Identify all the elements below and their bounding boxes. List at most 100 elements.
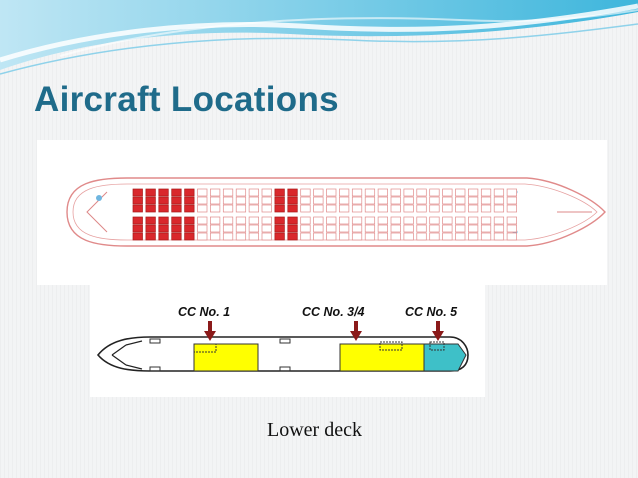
seat	[403, 224, 414, 233]
seat	[235, 188, 247, 197]
seat	[390, 196, 401, 205]
seat	[326, 232, 337, 241]
seat	[171, 204, 182, 213]
seat	[300, 232, 311, 241]
seat	[132, 188, 143, 197]
seat	[313, 188, 324, 197]
seat	[429, 204, 440, 213]
seat	[377, 188, 388, 197]
seat	[364, 188, 376, 197]
seat	[197, 204, 208, 213]
seat	[300, 196, 311, 205]
seat	[132, 216, 143, 225]
seat	[158, 196, 169, 205]
seat	[287, 196, 298, 205]
seat	[377, 216, 388, 225]
seat	[493, 232, 505, 241]
seat	[493, 224, 505, 233]
seat	[300, 224, 311, 233]
seat	[158, 232, 169, 241]
seat	[222, 196, 234, 205]
seat	[480, 216, 492, 225]
seat	[197, 216, 208, 225]
seat	[210, 196, 221, 205]
seat	[377, 196, 388, 205]
seat	[235, 232, 247, 241]
seat	[326, 188, 337, 197]
seat	[313, 196, 324, 205]
seat	[210, 204, 221, 213]
seat	[416, 224, 427, 233]
cargo-compartment-1	[193, 343, 259, 372]
seat	[197, 232, 208, 241]
seat	[158, 188, 169, 197]
seat	[313, 216, 324, 225]
seat	[261, 224, 272, 233]
seat	[468, 224, 479, 233]
seat	[287, 232, 298, 241]
seat	[248, 224, 259, 233]
seat	[171, 188, 182, 197]
seat	[145, 188, 156, 197]
seat	[480, 232, 492, 241]
seat	[287, 216, 298, 225]
seat	[287, 224, 298, 233]
seat	[442, 216, 453, 225]
seat	[132, 196, 143, 205]
seat	[300, 216, 311, 225]
seat	[351, 224, 363, 233]
seat	[248, 196, 259, 205]
seat	[493, 204, 505, 213]
seat	[468, 196, 479, 205]
seat	[222, 232, 234, 241]
seat	[171, 216, 182, 225]
lower-deck-caption: Lower deck	[267, 419, 362, 441]
seat	[390, 232, 401, 241]
seat	[222, 216, 234, 225]
seat	[403, 188, 414, 197]
seat	[300, 188, 311, 197]
seat	[506, 232, 517, 241]
seat	[158, 204, 169, 213]
seat	[480, 188, 492, 197]
seat	[442, 188, 453, 197]
seat	[326, 216, 337, 225]
seat	[326, 204, 337, 213]
seat	[145, 216, 156, 225]
seat	[145, 204, 156, 213]
seat	[145, 224, 156, 233]
seat	[390, 204, 401, 213]
seat	[339, 224, 350, 233]
seat	[248, 216, 259, 225]
seat	[339, 232, 350, 241]
seat	[261, 204, 272, 213]
seat	[480, 224, 492, 233]
seat	[442, 224, 453, 233]
seat	[390, 224, 401, 233]
seat	[222, 188, 234, 197]
seat	[132, 224, 143, 233]
seat	[351, 232, 363, 241]
seat	[506, 216, 517, 225]
seat	[274, 224, 285, 233]
seat	[171, 232, 182, 241]
seat	[480, 204, 492, 213]
seat	[416, 196, 427, 205]
seat	[287, 204, 298, 213]
seat	[455, 204, 466, 213]
seat	[493, 216, 505, 225]
seat	[248, 232, 259, 241]
seat	[429, 216, 440, 225]
cargo-compartment-3-4	[339, 343, 425, 372]
seat	[364, 204, 376, 213]
seat	[351, 216, 363, 225]
lower-deck-diagram: CC No. 1 CC No. 3/4 CC No. 5	[90, 285, 485, 397]
seat	[455, 224, 466, 233]
seat	[429, 232, 440, 241]
seat	[235, 224, 247, 233]
seat	[171, 196, 182, 205]
seat	[158, 224, 169, 233]
seat	[171, 224, 182, 233]
seat	[326, 196, 337, 205]
seat	[300, 204, 311, 213]
